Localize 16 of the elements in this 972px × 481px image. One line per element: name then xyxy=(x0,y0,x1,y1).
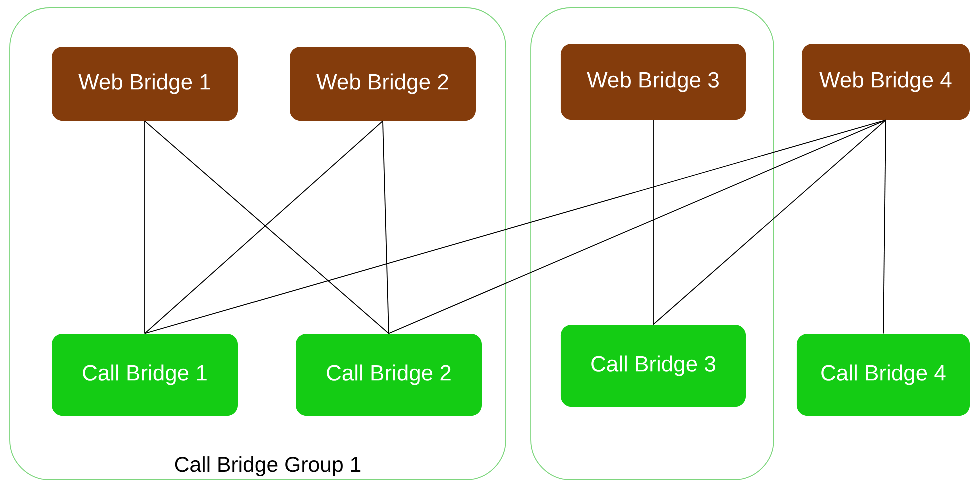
call-bridge-box: Call Bridge 3 xyxy=(560,325,746,407)
connector-line xyxy=(883,120,886,334)
connector-line xyxy=(144,120,146,334)
connector-line xyxy=(653,120,886,326)
call-bridge-box: Call Bridge 2 xyxy=(296,334,482,416)
connector-line xyxy=(144,120,886,334)
call-bridge-box: Call Bridge 1 xyxy=(52,334,238,416)
web-bridge-box: Web Bridge 2 xyxy=(290,47,476,121)
web-bridge-box: Web Bridge 3 xyxy=(560,44,746,120)
web-bridge-box: Web Bridge 4 xyxy=(802,44,970,120)
web-bridge-box: Web Bridge 1 xyxy=(52,47,238,121)
connector-line xyxy=(382,120,390,334)
connector-line xyxy=(653,120,654,326)
connector-line xyxy=(388,120,886,334)
group-box xyxy=(530,8,774,480)
call-bridge-box: Call Bridge 4 xyxy=(796,334,970,416)
